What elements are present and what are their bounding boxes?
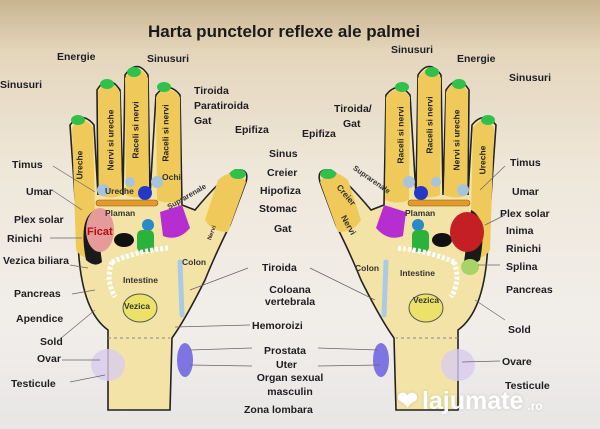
label-rinichi: Rinichi	[7, 233, 43, 245]
inner-label: Plaman	[405, 208, 436, 218]
label-tiroida: Tiroida	[262, 262, 297, 274]
label-plex-solar: Plex solar	[14, 214, 64, 226]
label-timus: Timus	[510, 157, 541, 169]
label-uter: Uter	[276, 359, 298, 371]
finger-label: Raceli si nervi	[424, 96, 435, 154]
watermark-logo: ❤ lajumate.ro	[397, 386, 543, 416]
label-energie: Energie	[457, 53, 496, 65]
label-sold: Sold	[508, 324, 531, 336]
label-paratiroida: Paratiroida	[194, 100, 249, 112]
inner-label: Colon	[182, 257, 207, 267]
inner-label: Intestine	[400, 268, 435, 278]
finger-label: Ureche	[74, 150, 85, 180]
label-splina: Splina	[506, 261, 538, 273]
label-vezica-biliara: Vezica biliara	[3, 255, 69, 267]
label-sinusuri: Sinusuri	[509, 72, 552, 84]
finger-label: Ureche	[477, 145, 488, 175]
finger-label: Raceli si nervi	[130, 101, 141, 159]
label-epifiza: Epifiza	[235, 124, 269, 136]
inner-label: Intestine	[123, 275, 158, 285]
label-vertebrala: vertebrala	[264, 296, 316, 308]
label-gat: Gat	[343, 118, 361, 130]
inner-label: Ochi	[162, 172, 181, 182]
finger-label: Raceli si nervi	[160, 104, 171, 162]
label-creier: Creier	[267, 167, 298, 179]
label-masculin: masculin	[267, 386, 313, 398]
label-testicule: Testicule	[11, 378, 56, 390]
finger-label: Nervi si ureche	[105, 109, 116, 171]
label-gat: Gat	[194, 115, 212, 127]
label-sold: Sold	[40, 336, 63, 348]
label-organ-sexual: Organ sexual	[256, 372, 324, 384]
inner-label: Plaman	[105, 208, 136, 218]
label-pancreas: Pancreas	[14, 288, 61, 300]
label-inima: Inima	[506, 225, 534, 237]
liver-zone	[86, 208, 114, 252]
inner-label: Vezica	[124, 301, 150, 311]
label-ovare: Ovare	[502, 356, 532, 368]
label-umar: Umar	[512, 186, 539, 198]
label-apendice: Apendice	[16, 313, 64, 325]
label-sinusuri: Sinusuri	[147, 53, 190, 65]
heart-logo-icon: ❤	[397, 387, 418, 415]
inner-label: Vezica	[413, 295, 439, 305]
label-stomac: Stomac	[259, 203, 297, 215]
inner-label: Colon	[355, 263, 380, 273]
watermark-tld: .ro	[527, 399, 543, 413]
label-hemoroizi: Hemoroizi	[252, 320, 303, 332]
label-plex-solar: Plex solar	[500, 208, 550, 220]
label-zona-lombara: Zona lombara	[244, 404, 313, 416]
label-epifiza: Epifiza	[302, 128, 336, 140]
finger-label: Nervi si ureche	[451, 109, 462, 171]
label-tiroida: Tiroida	[194, 85, 229, 97]
label-tiroida-gat: Tiroida/	[334, 103, 372, 115]
diagram-title: Harta punctelor reflexe ale palmei	[148, 22, 421, 41]
finger-label: Raceli si nervi	[395, 106, 406, 164]
label-timus: Timus	[12, 159, 43, 171]
label-gat: Gat	[274, 223, 292, 235]
label-testicule: Testicule	[505, 380, 550, 392]
label-energie: Energie	[57, 51, 96, 63]
label-sinusuri: Sinusuri	[0, 79, 43, 91]
label-pancreas: Pancreas	[506, 284, 553, 296]
watermark-name: lajumate	[421, 386, 524, 415]
label-sinus: Sinus	[269, 148, 298, 160]
heart-zone	[450, 212, 484, 252]
label-rinichi: Rinichi	[506, 243, 542, 255]
label-ovar: Ovar	[37, 353, 61, 365]
pointer-lines	[50, 165, 506, 383]
label-prostata: Prostata	[264, 345, 307, 357]
label-hipofiza: Hipofiza	[260, 185, 301, 197]
label-sinusuri: Sinusuri	[391, 44, 434, 56]
label-umar: Umar	[26, 186, 53, 198]
inner-label: Ficat	[87, 226, 113, 238]
spleen-zone	[461, 259, 479, 275]
inner-label: Ureche	[105, 186, 134, 196]
label-coloana: Coloana	[269, 284, 311, 296]
